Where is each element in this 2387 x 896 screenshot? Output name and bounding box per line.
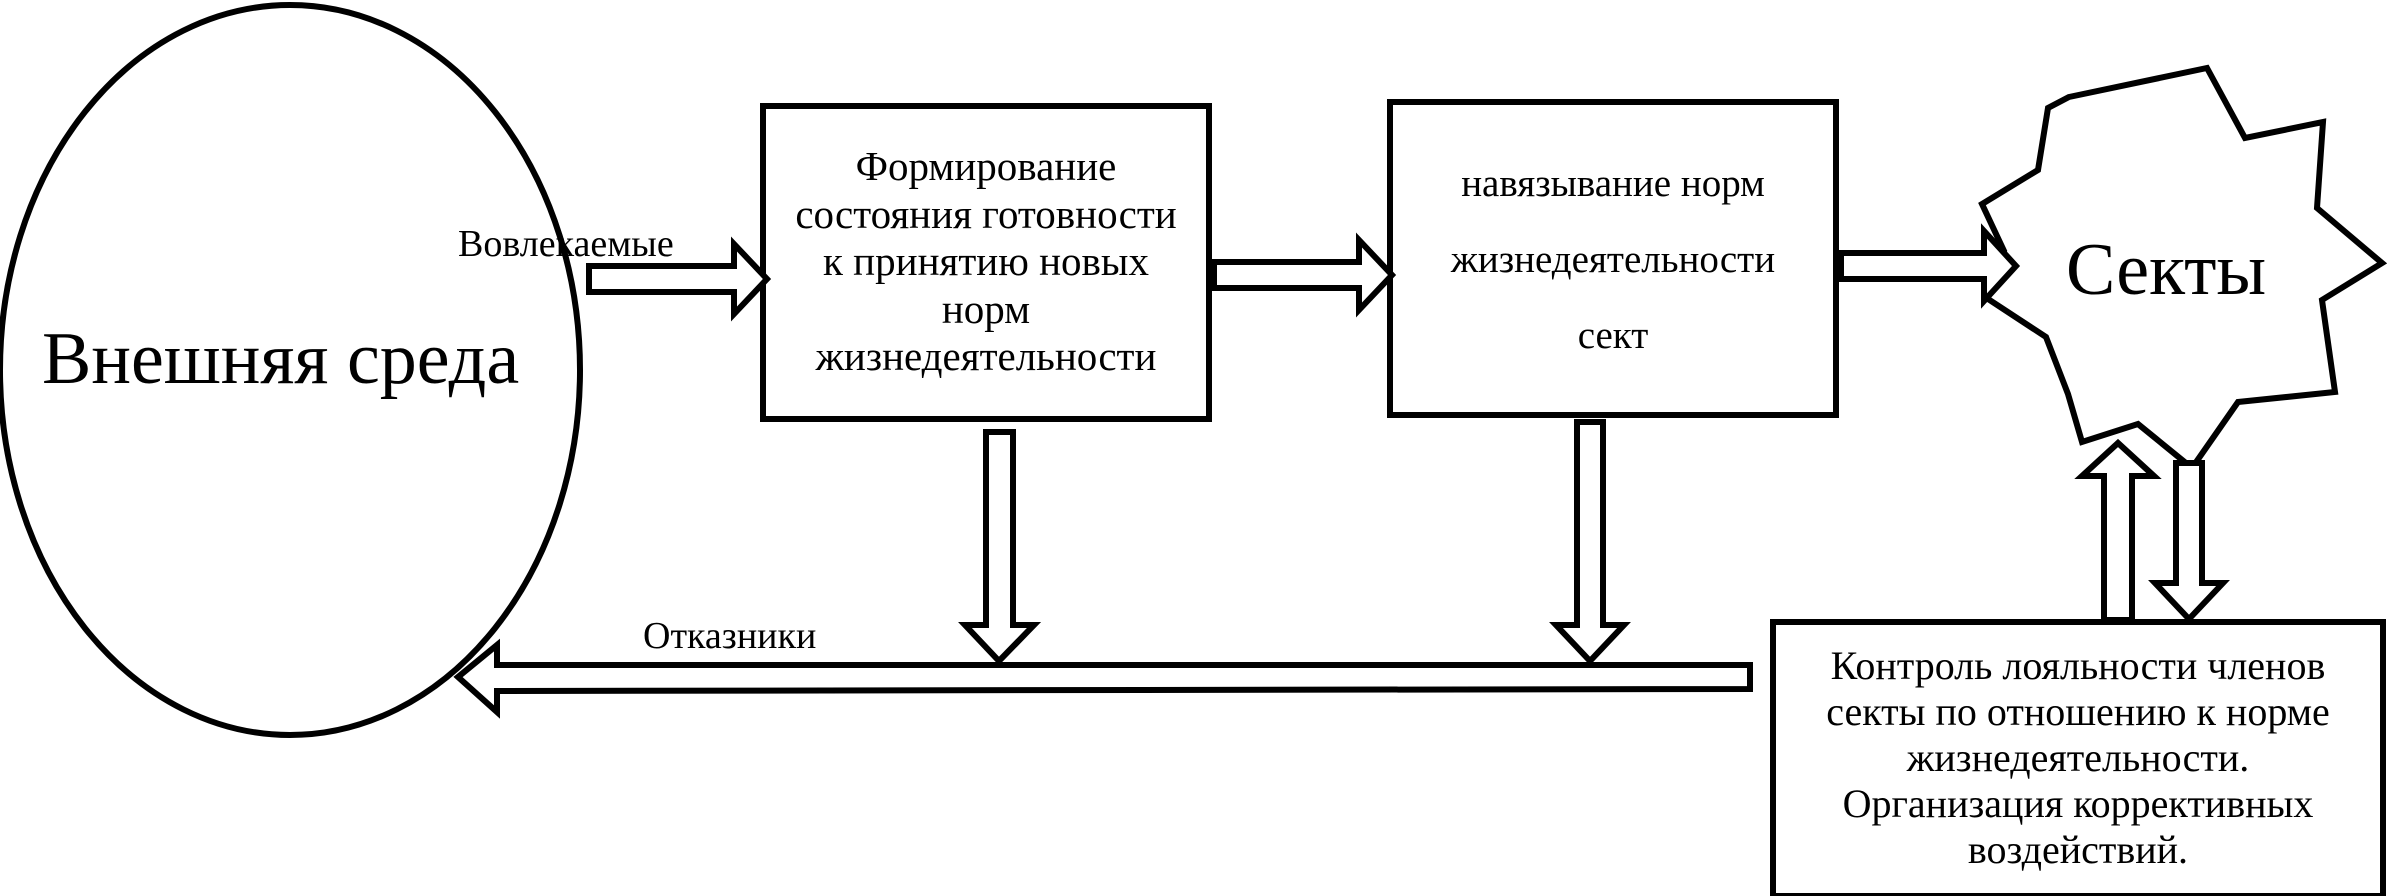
control-to-sects-arrow	[2074, 438, 2162, 623]
involved-label: Вовлекаемые	[458, 223, 674, 265]
environment-ellipse	[0, 2, 583, 738]
formation-line-5: жизнедеятельности	[815, 333, 1157, 380]
imposition-line-1: навязывание норм	[1461, 161, 1765, 205]
refusers-arrow	[453, 638, 1753, 719]
formation-text: Формирование состояния готовности к прин…	[766, 112, 1206, 412]
control-line-1: Контроль лояльности членов	[1830, 643, 2326, 688]
sects-star	[1978, 64, 2387, 473]
imposition-to-sects-arrow	[1838, 223, 2021, 309]
formation-box	[760, 103, 1212, 422]
imposition-text: навязывание норм жизнедеятельности сект	[1393, 120, 1833, 400]
control-line-4: Организация коррективных	[1842, 781, 2314, 826]
control-text: Контроль лояльности членов секты по отно…	[1776, 638, 2380, 878]
sects-to-control-arrow	[2148, 460, 2230, 624]
imposition-box	[1387, 99, 1839, 418]
sects-label: Секты	[2066, 229, 2267, 311]
formation-line-2: состояния готовности	[795, 190, 1177, 237]
control-line-3: жизнедеятельности.	[1906, 735, 2250, 780]
imposition-line-2: жизнедеятельности	[1450, 237, 1776, 281]
formation-down-arrow	[958, 429, 1042, 666]
involved-arrow	[586, 236, 772, 322]
formation-line-3: к принятию новых	[823, 238, 1149, 285]
control-line-2: секты по отношению к норме	[1826, 689, 2330, 734]
imposition-line-3: сект	[1577, 314, 1649, 358]
control-box	[1770, 619, 2386, 896]
formation-to-imposition-arrow	[1211, 232, 1397, 318]
imposition-down-arrow	[1549, 419, 1631, 666]
control-line-5: воздействий.	[1967, 827, 2189, 872]
refusers-label: Отказники	[643, 615, 817, 657]
environment-label: Внешняя среда	[42, 318, 520, 400]
formation-line-4: норм	[941, 285, 1031, 332]
formation-line-1: Формирование	[855, 143, 1117, 190]
